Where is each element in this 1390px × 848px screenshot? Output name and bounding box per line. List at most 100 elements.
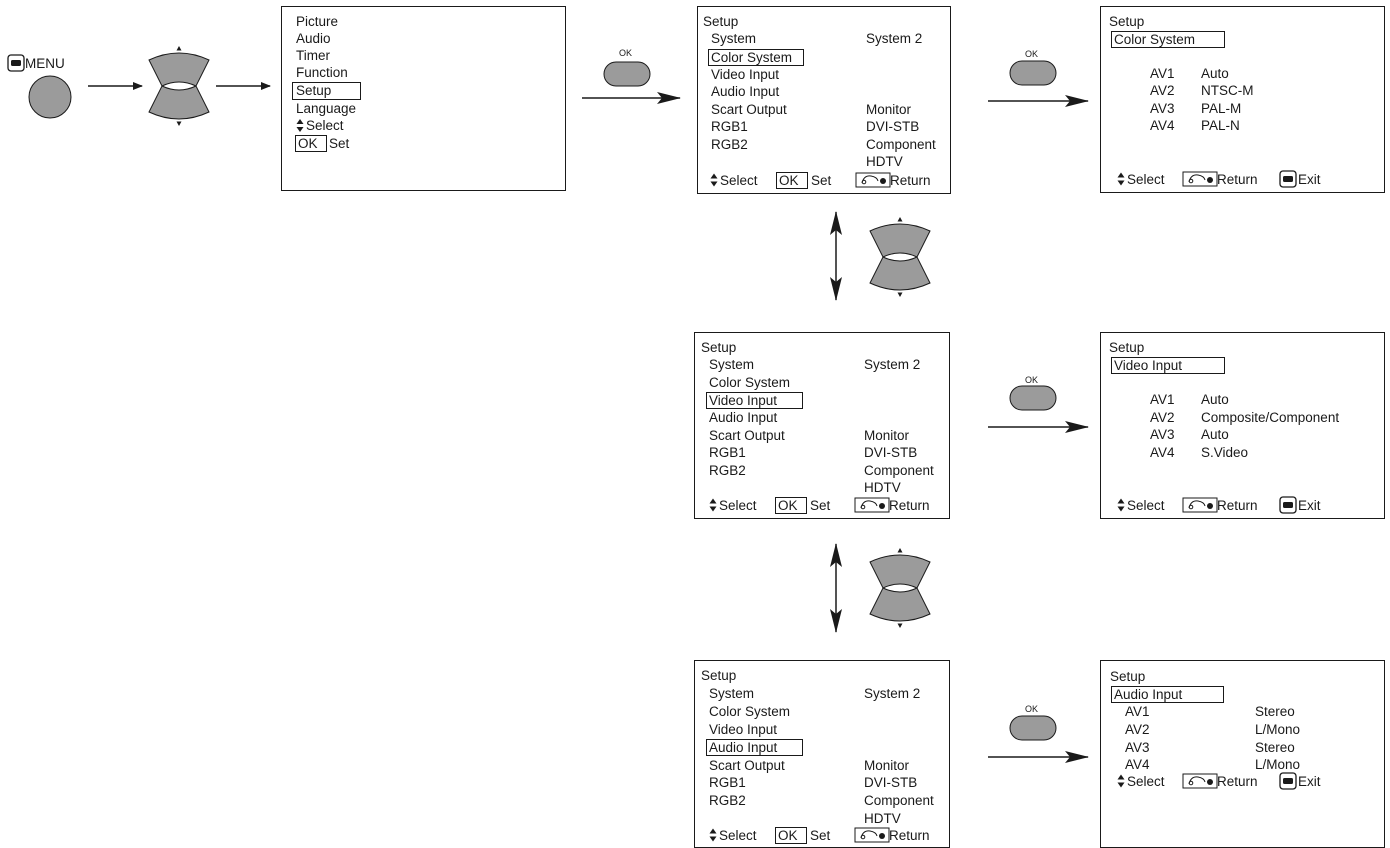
cursor-pad[interactable] bbox=[869, 216, 931, 298]
ok-button-3[interactable] bbox=[1009, 385, 1057, 411]
selection-highlight bbox=[292, 82, 361, 100]
setup-item-video-input[interactable]: Video Input bbox=[711, 67, 779, 82]
select-hint: Select bbox=[719, 498, 757, 513]
exit-hint: Exit bbox=[1298, 172, 1321, 187]
setup-item-audio-input[interactable]: Audio Input bbox=[709, 740, 778, 755]
input-label-av2: AV2 bbox=[1125, 722, 1150, 737]
heading-highlight bbox=[1111, 686, 1224, 703]
setup-item-scart-output[interactable]: Scart Output bbox=[709, 758, 785, 773]
setup-item-scart-output[interactable]: Scart Output bbox=[711, 102, 787, 117]
main-menu-panel: Picture Audio Timer Function Setup Langu… bbox=[281, 6, 566, 191]
setup-item-audio-input[interactable]: Audio Input bbox=[709, 410, 778, 425]
setup-item-rgb2[interactable]: RGB2 bbox=[709, 793, 746, 808]
input-value-av1[interactable]: Auto bbox=[1201, 66, 1229, 81]
panel-title: Setup bbox=[1110, 669, 1145, 684]
setup-value-scart: Monitor bbox=[864, 758, 910, 773]
exit-hint: Exit bbox=[1298, 774, 1321, 789]
setup-item-rgb2[interactable]: RGB2 bbox=[711, 137, 748, 152]
input-label-av3: AV3 bbox=[1150, 427, 1175, 442]
input-label-av4: AV4 bbox=[1150, 445, 1175, 460]
menu-button[interactable]: MENU bbox=[7, 54, 72, 119]
ok-key-label: OK bbox=[779, 173, 799, 188]
setup-item-system[interactable]: System bbox=[709, 357, 754, 372]
selection-highlight bbox=[708, 49, 804, 66]
setup-menu-video-selected: Setup System System 2 Color System Video… bbox=[694, 332, 950, 519]
ok-button-1[interactable] bbox=[603, 61, 651, 87]
return-hint: Return bbox=[889, 498, 930, 513]
setup-value-rgb2: Component bbox=[866, 137, 936, 152]
input-value-av2[interactable]: NTSC-M bbox=[1201, 83, 1254, 98]
input-value-av1[interactable]: Auto bbox=[1201, 392, 1229, 407]
ok-label-1: OK bbox=[619, 48, 632, 58]
exit-hint: Exit bbox=[1298, 498, 1321, 513]
setup-value-rgb1: DVI-STB bbox=[864, 775, 917, 790]
setup-value-rgb2: Component bbox=[864, 463, 934, 478]
input-label-av2: AV2 bbox=[1150, 83, 1175, 98]
return-hint: Return bbox=[889, 828, 930, 843]
input-value-av3[interactable]: Stereo bbox=[1255, 740, 1295, 755]
panel-title: Setup bbox=[1109, 340, 1144, 355]
setup-menu-color-selected: Setup System System 2 Color System Video… bbox=[697, 6, 951, 194]
color-system-panel: Setup Color System AV1 Auto AV2 NTSC-M A… bbox=[1100, 6, 1385, 193]
setup-value-rgb2: Component bbox=[864, 793, 934, 808]
set-hint: Set bbox=[810, 498, 831, 513]
select-hint: Select bbox=[306, 118, 344, 133]
input-value-av3[interactable]: Auto bbox=[1201, 427, 1229, 442]
setup-item-system[interactable]: System bbox=[709, 686, 754, 701]
setup-item-system[interactable]: System bbox=[711, 31, 756, 46]
setup-item-rgb2[interactable]: RGB2 bbox=[709, 463, 746, 478]
setup-title: Setup bbox=[701, 668, 736, 683]
main-menu-item-picture[interactable]: Picture bbox=[296, 14, 338, 29]
ok-key-box bbox=[775, 497, 807, 514]
ok-key-label: OK bbox=[778, 828, 798, 843]
input-label-av3: AV3 bbox=[1150, 101, 1175, 116]
setup-item-audio-input[interactable]: Audio Input bbox=[711, 84, 780, 99]
panel-heading: Video Input bbox=[1114, 358, 1182, 373]
main-menu-item-function[interactable]: Function bbox=[296, 65, 348, 80]
cursor-pad[interactable] bbox=[148, 45, 210, 127]
setup-title: Setup bbox=[701, 340, 736, 355]
input-value-av4[interactable]: S.Video bbox=[1201, 445, 1248, 460]
set-hint: Set bbox=[329, 136, 350, 151]
main-menu-item-language[interactable]: Language bbox=[296, 101, 356, 116]
return-hint: Return bbox=[890, 173, 931, 188]
panel-heading: Color System bbox=[1114, 32, 1195, 47]
input-value-av4[interactable]: L/Mono bbox=[1255, 757, 1300, 772]
setup-value-system: System 2 bbox=[866, 31, 922, 46]
select-hint: Select bbox=[719, 828, 757, 843]
ok-button-4[interactable] bbox=[1009, 715, 1057, 741]
setup-item-rgb1[interactable]: RGB1 bbox=[711, 119, 748, 134]
input-label-av1: AV1 bbox=[1150, 66, 1175, 81]
input-value-av2[interactable]: Composite/Component bbox=[1201, 410, 1339, 425]
ok-button-2[interactable] bbox=[1009, 60, 1057, 86]
main-menu-item-setup[interactable]: Setup bbox=[296, 83, 331, 98]
setup-value-rgb2-hdtv: HDTV bbox=[864, 811, 901, 826]
input-label-av1: AV1 bbox=[1125, 704, 1150, 719]
setup-item-color-system[interactable]: Color System bbox=[711, 50, 792, 65]
setup-value-system: System 2 bbox=[864, 686, 920, 701]
setup-item-rgb1[interactable]: RGB1 bbox=[709, 445, 746, 460]
input-value-av1[interactable]: Stereo bbox=[1255, 704, 1295, 719]
setup-item-rgb1[interactable]: RGB1 bbox=[709, 775, 746, 790]
setup-value-rgb2-hdtv: HDTV bbox=[864, 480, 901, 495]
return-hint: Return bbox=[1217, 498, 1258, 513]
ok-key-label: OK bbox=[778, 498, 798, 513]
exit-icon bbox=[1279, 772, 1297, 790]
input-value-av3[interactable]: PAL-M bbox=[1201, 101, 1241, 116]
panel-title: Setup bbox=[1109, 14, 1144, 29]
main-menu-item-audio[interactable]: Audio bbox=[296, 31, 331, 46]
setup-item-video-input[interactable]: Video Input bbox=[709, 722, 777, 737]
ok-key-box bbox=[295, 135, 327, 152]
select-hint: Select bbox=[1127, 498, 1165, 513]
setup-item-color-system[interactable]: Color System bbox=[709, 704, 790, 719]
ok-key-label: OK bbox=[298, 136, 318, 151]
setup-item-scart-output[interactable]: Scart Output bbox=[709, 428, 785, 443]
setup-item-color-system[interactable]: Color System bbox=[709, 375, 790, 390]
main-menu-item-timer[interactable]: Timer bbox=[296, 48, 330, 63]
setup-item-video-input[interactable]: Video Input bbox=[709, 393, 777, 408]
video-input-panel: Setup Video Input AV1 Auto AV2 Composite… bbox=[1100, 332, 1385, 519]
input-value-av4[interactable]: PAL-N bbox=[1201, 118, 1240, 133]
cursor-pad[interactable] bbox=[869, 547, 931, 629]
input-value-av2[interactable]: L/Mono bbox=[1255, 722, 1300, 737]
